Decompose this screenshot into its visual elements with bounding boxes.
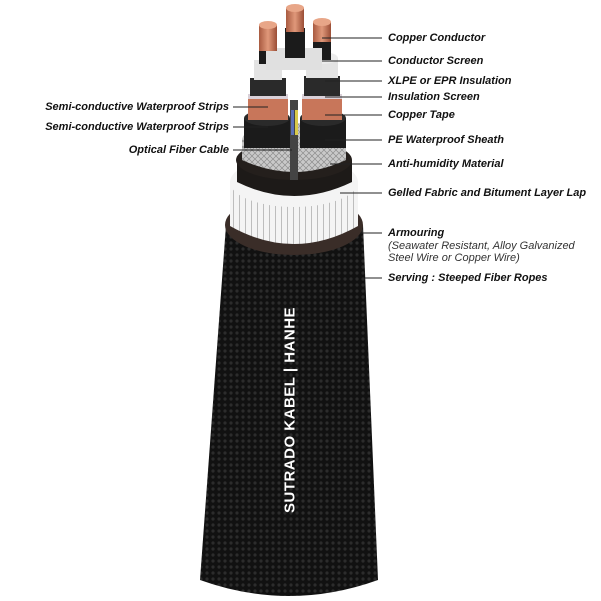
label-waterproof-strips-1: Semi-conductive Waterproof Strips bbox=[45, 101, 229, 113]
core-right bbox=[300, 38, 346, 148]
label-optical-fiber: Optical Fiber Cable bbox=[128, 144, 229, 156]
leader-lines bbox=[233, 37, 382, 279]
label-armouring: Armouring bbox=[388, 227, 445, 239]
label-waterproof-strips-2: Semi-conductive Waterproof Strips bbox=[45, 121, 229, 133]
label-copper-conductor: Copper Conductor bbox=[388, 32, 486, 44]
optical-fiber-cable bbox=[290, 100, 298, 180]
label-copper-tape: Copper Tape bbox=[388, 109, 455, 121]
label-serving: Serving : Steeped Fiber Ropes bbox=[388, 272, 548, 284]
label-armouring-detail-2: Steel Wire or Copper Wire) bbox=[388, 252, 520, 264]
copper-conductors bbox=[259, 4, 331, 51]
label-anti-humidity: Anti-humidity Material bbox=[388, 158, 504, 170]
label-gelled-fabric: Gelled Fabric and Bitument Layer Lap bbox=[388, 187, 587, 199]
core-center bbox=[266, 28, 322, 70]
label-conductor-screen: Conductor Screen bbox=[388, 55, 484, 67]
label-insulation-screen: Insulation Screen bbox=[388, 91, 480, 103]
label-pe-sheath: PE Waterproof Sheath bbox=[388, 134, 504, 146]
label-armouring-detail-1: (Seawater Resistant, Alloy Galvanized bbox=[388, 240, 575, 252]
label-insulation: XLPE or EPR Insulation bbox=[388, 75, 512, 87]
brand-text: SUTRADO KABEL | HANHE bbox=[281, 306, 299, 514]
